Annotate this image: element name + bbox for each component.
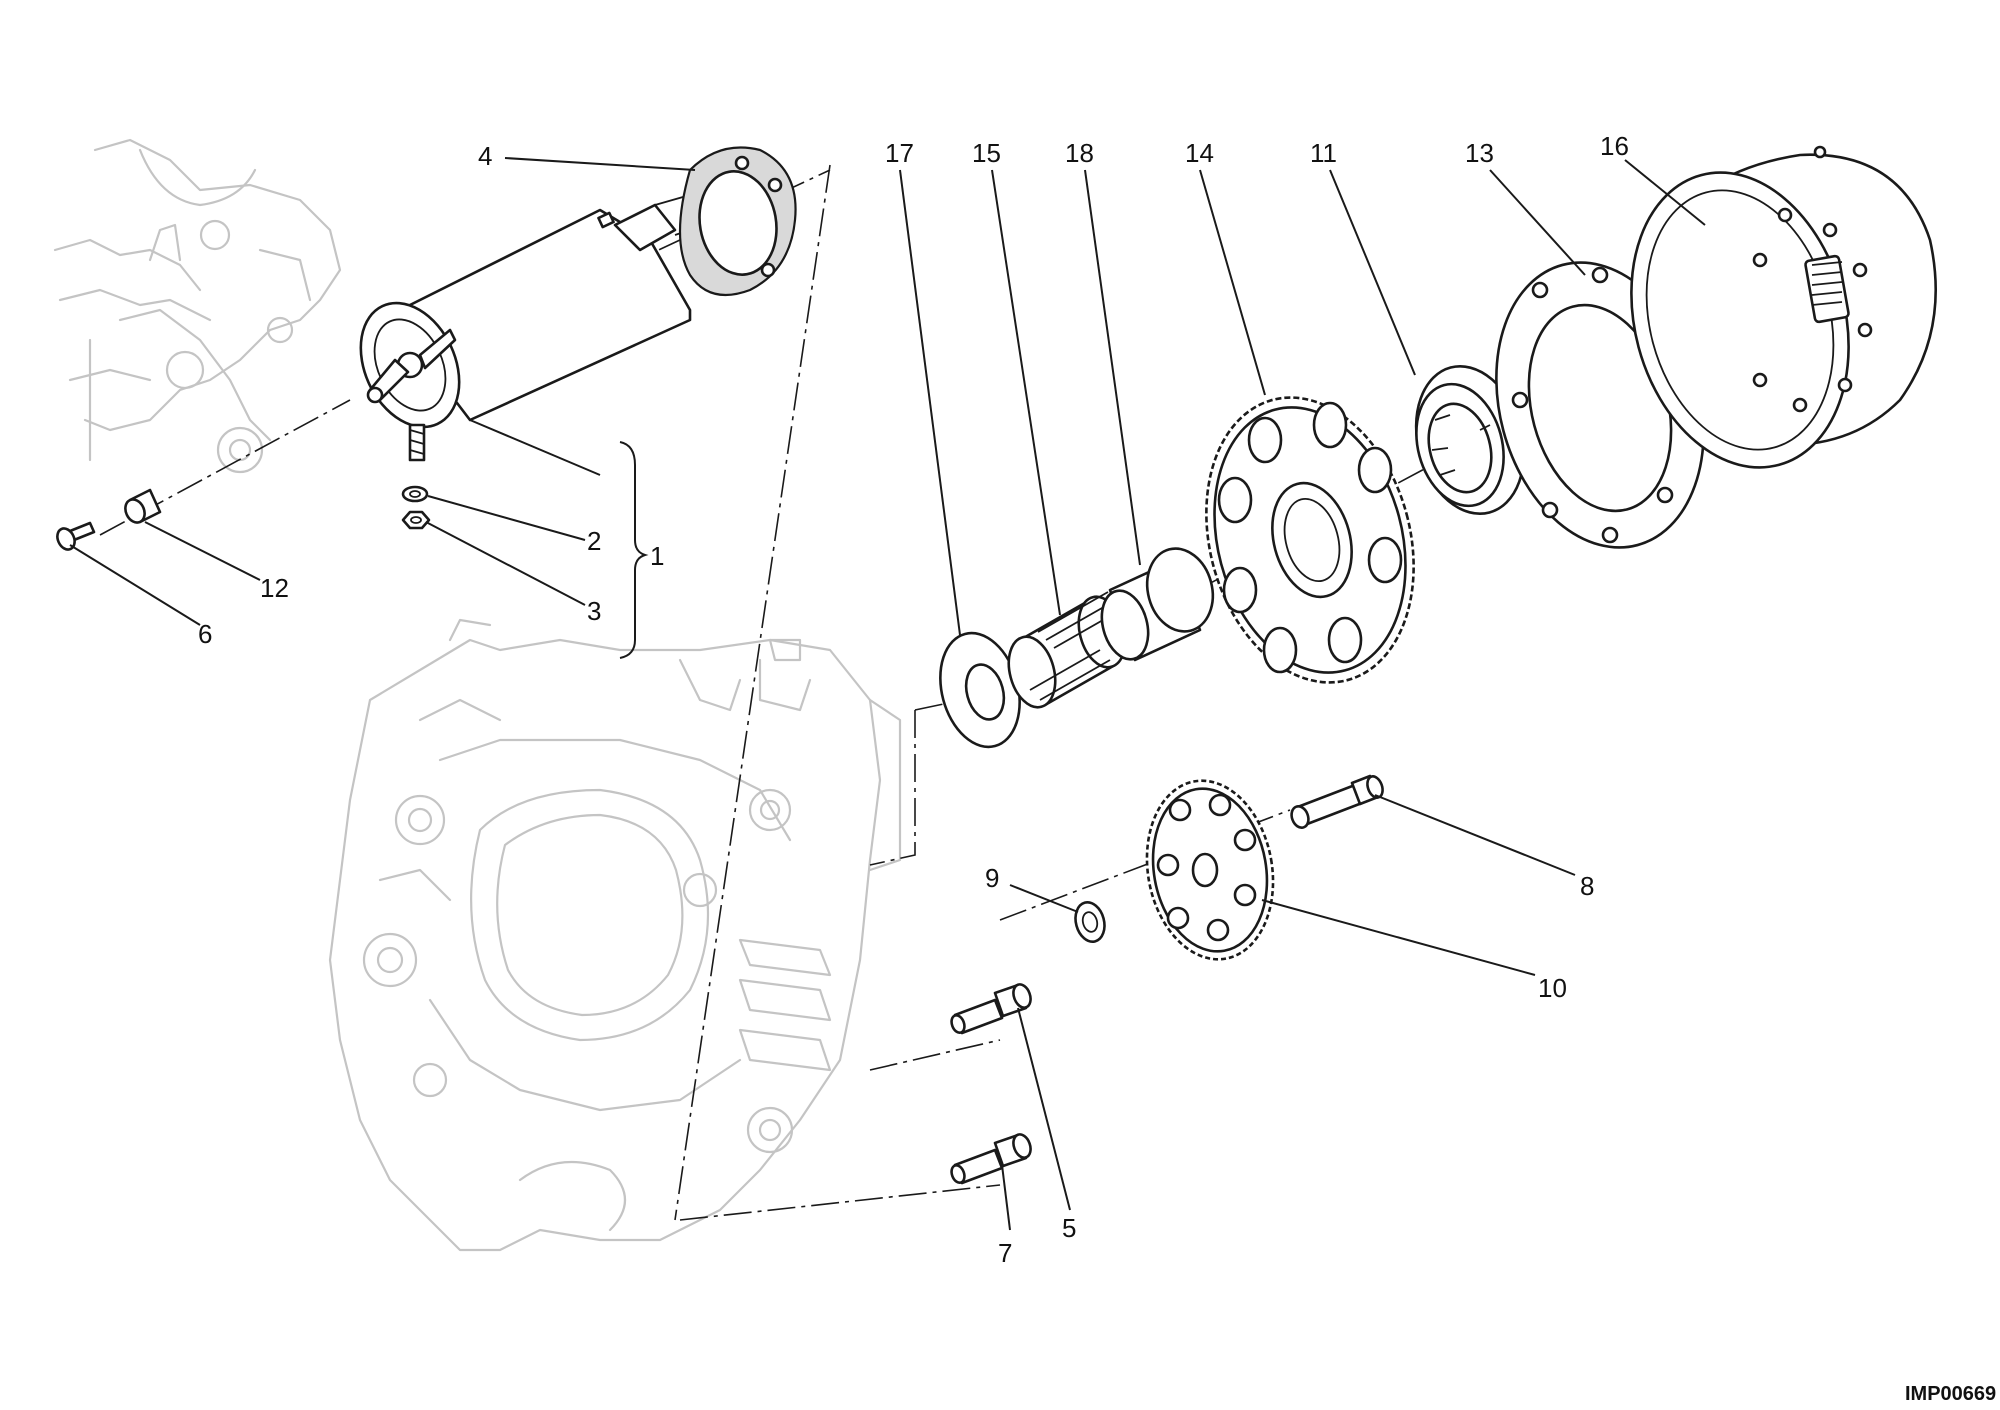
callout-6: 6: [198, 619, 212, 649]
starter-washer: [401, 485, 429, 503]
spacer-sleeve: [124, 488, 162, 524]
callout-12: 12: [260, 573, 289, 603]
thrust-washer: [939, 631, 1021, 749]
callout-3: 3: [587, 596, 601, 626]
mounting-screw-left: [56, 521, 96, 551]
callout-4: 4: [478, 141, 492, 171]
starter-nut: [401, 510, 431, 530]
bushing: [1100, 547, 1215, 662]
callout-15: 15: [972, 138, 1001, 168]
callout-7: 7: [998, 1238, 1012, 1268]
callout-1: 1: [650, 541, 664, 571]
callout-2: 2: [587, 526, 601, 556]
callout-9: 9: [985, 863, 999, 893]
callout-5: 5: [1062, 1213, 1076, 1243]
callout-13: 13: [1465, 138, 1494, 168]
drawing-code: IMP00669: [1905, 1383, 1996, 1405]
upper-crankcase-outline: [53, 138, 342, 474]
gear-shaft-pin: [1290, 774, 1384, 829]
callout-14: 14: [1185, 138, 1214, 168]
starter-gasket: [678, 146, 797, 297]
callout-11: 11: [1310, 138, 1337, 168]
callout-10: 10: [1538, 973, 1567, 1003]
callout-8: 8: [1580, 871, 1594, 901]
starter-motor: [359, 193, 707, 462]
mounting-screw-lower: [950, 1133, 1032, 1185]
mounting-screw-upper: [950, 983, 1032, 1035]
idler-gear-large: [1205, 396, 1415, 684]
callout-16: 16: [1600, 131, 1629, 161]
callout-18: 18: [1065, 138, 1094, 168]
main-crankcase-outline: [328, 618, 902, 1252]
flywheel: [1630, 145, 1938, 469]
leader-lines: [69, 157, 1706, 1231]
callout-labels: 1 2 3 4 5 6 7 8 9 10 11 12 13 14 15 16 1…: [198, 131, 1629, 1268]
gear-washer: [1074, 901, 1106, 943]
callout-17: 17: [885, 138, 914, 168]
intermediate-gear-small: [1145, 779, 1275, 961]
